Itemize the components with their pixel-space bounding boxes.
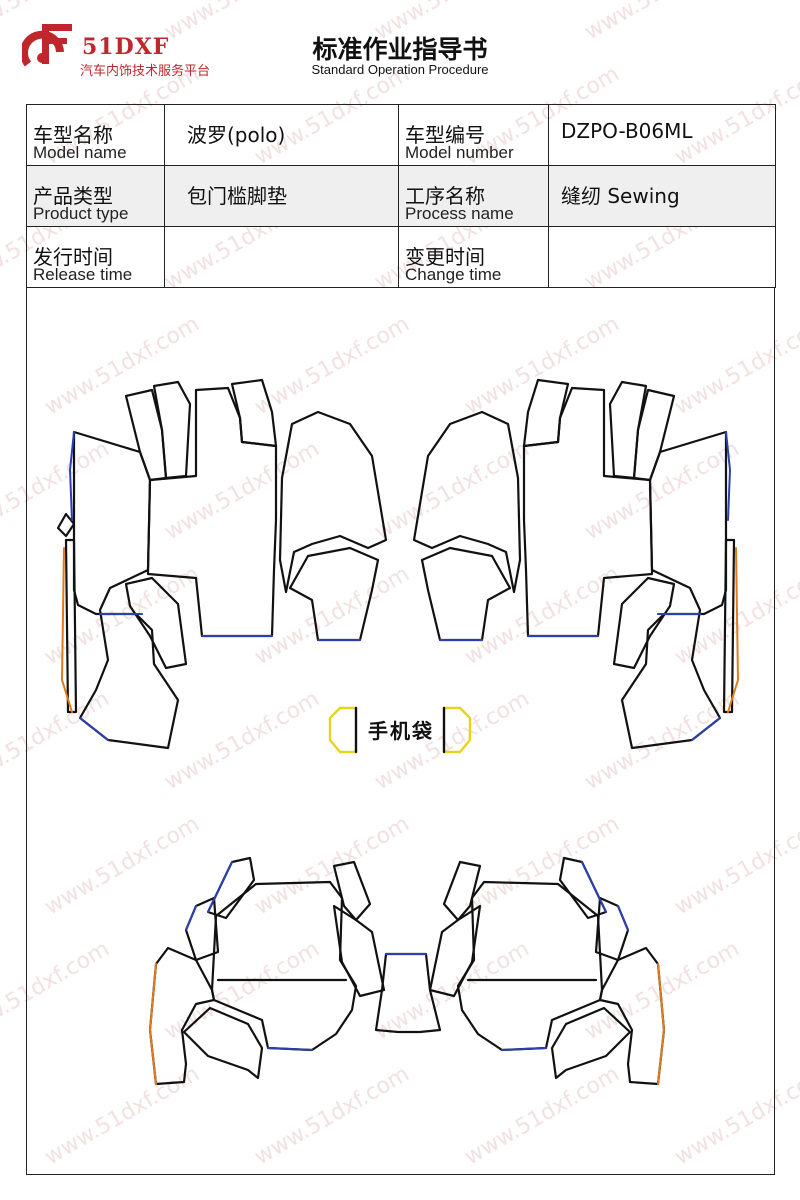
logo-tagline: 汽车内饰技术服务平台 [80,64,211,79]
model-number-label-en: Model number [405,143,514,162]
product-type-value-cell: 包门槛脚垫 [164,165,399,227]
info-row: 产品类型 Product type 包门槛脚垫 工序名称 Process nam… [26,165,776,227]
model-number-value: DZPO-B06ML [561,119,693,143]
change-time-label-en: Change time [405,265,502,284]
model-name-label-en: Model name [33,143,127,162]
brand-logo: 51DXF 汽车内饰技术服务平台 [22,18,232,79]
phone-pocket-label: 手机袋 [368,719,434,743]
release-time-value-cell [164,226,399,288]
process-name-label-en: Process name [405,204,514,223]
change-time-value-cell [548,226,776,288]
model-name-value: 波罗(polo) [187,123,286,147]
model-number-label-zh: 车型编号 [405,123,485,147]
product-type-value: 包门槛脚垫 [187,184,287,208]
change-time-label-cell: 变更时间 Change time [398,226,549,288]
release-time-label-cell: 发行时间 Release time [26,226,165,288]
watermark-text: www.51dxf.com [581,0,744,45]
change-time-label-zh: 变更时间 [405,245,485,269]
process-name-value-cell: 缝纫 Sewing [548,165,776,227]
info-table: 车型名称 Model name 波罗(polo) 车型编号 Model numb… [26,104,776,288]
release-time-label-zh: 发行时间 [33,245,113,269]
model-number-label-cell: 车型编号 Model number [398,104,549,166]
product-type-label-en: Product type [33,204,129,223]
process-name-label-cell: 工序名称 Process name [398,165,549,227]
product-type-label-cell: 产品类型 Product type [26,165,165,227]
info-row: 发行时间 Release time 变更时间 Change time [26,226,776,288]
product-type-label-zh: 产品类型 [33,184,113,208]
model-name-label-cell: 车型名称 Model name [26,104,165,166]
logo-name: 51DXF [82,34,170,60]
model-number-value-cell: DZPO-B06ML [548,104,776,166]
model-name-value-cell: 波罗(polo) [164,104,399,166]
process-name-label-zh: 工序名称 [405,184,485,208]
release-time-label-en: Release time [33,265,133,284]
document-subtitle: Standard Operation Procedure [311,62,489,77]
drawing-frame [26,287,775,1175]
model-name-label-zh: 车型名称 [33,123,113,147]
process-name-value: 缝纫 Sewing [561,184,680,208]
logo-mark-icon [22,24,72,67]
info-row: 车型名称 Model name 波罗(polo) 车型编号 Model numb… [26,104,776,166]
document-title: 标准作业指导书 [312,35,488,64]
